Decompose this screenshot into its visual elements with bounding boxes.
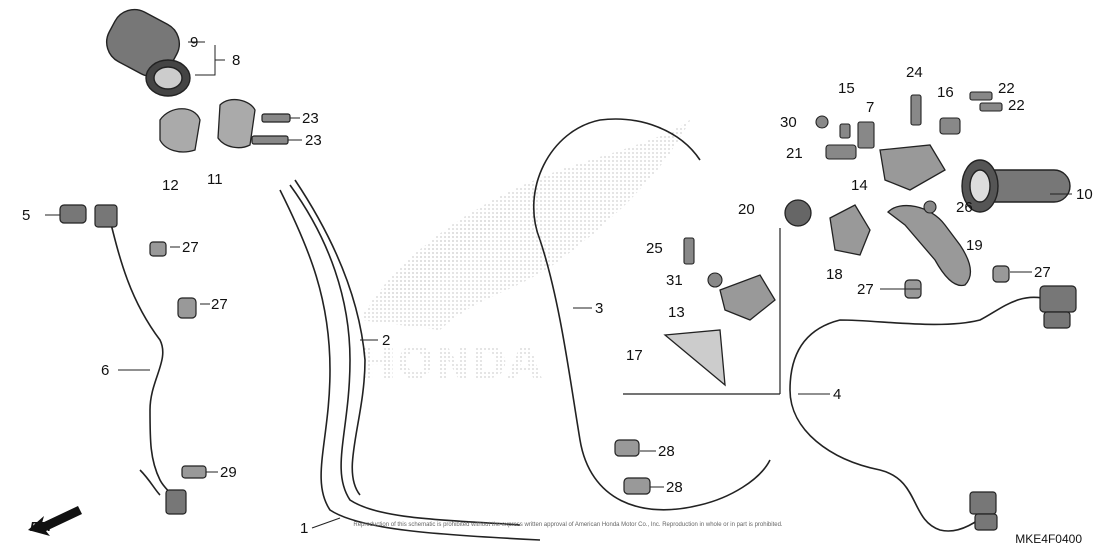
callout-26: 26 [956, 199, 973, 216]
callout-12: 12 [162, 177, 179, 194]
callout-27b: 27 [211, 296, 228, 313]
callout-21: 21 [786, 145, 803, 162]
callout-17: 17 [626, 347, 643, 364]
clip-29-part [181, 465, 207, 479]
callout-14: 14 [851, 177, 868, 194]
callout-16: 16 [937, 84, 954, 101]
harness-connector-parts [165, 285, 1077, 531]
honda-wing-watermark: HONDA [360, 120, 690, 389]
copyright-note: Reproduction of this schematic is prohib… [353, 522, 783, 528]
right-grip [961, 159, 1071, 213]
leader-lines [45, 41, 1072, 529]
watermark-brand-text: HONDA [360, 338, 542, 389]
callout-2: 2 [382, 332, 390, 349]
front-direction-label: FR. [30, 519, 51, 534]
cables [109, 118, 1051, 541]
inset-box [623, 228, 781, 395]
front-direction-arrow-icon [28, 506, 82, 536]
clamp-parts [149, 241, 1010, 495]
callout-29: 29 [220, 464, 237, 481]
callout-8: 8 [232, 52, 240, 69]
callout-4: 4 [833, 386, 841, 403]
callout-23a: 23 [302, 110, 319, 127]
callout-1: 1 [300, 520, 308, 537]
callout-7: 7 [866, 99, 874, 116]
small-hardware-parts [683, 91, 1003, 288]
bolt-23-parts [251, 113, 291, 145]
callout-10: 10 [1076, 186, 1093, 203]
callout-5: 5 [22, 207, 30, 224]
switch-connector-parts [59, 204, 118, 228]
callout-18: 18 [826, 266, 843, 283]
callout-13: 13 [668, 304, 685, 321]
callout-22b: 22 [1008, 97, 1025, 114]
diagram-code: MKE4F0400 [1015, 532, 1082, 546]
throttle-housing-parts [159, 98, 256, 153]
callout-28a: 28 [658, 443, 675, 460]
callout-6: 6 [101, 362, 109, 379]
callout-11: 11 [207, 171, 223, 188]
left-grip [106, 8, 191, 97]
callout-23b: 23 [305, 132, 322, 149]
callout-22a: 22 [998, 80, 1015, 97]
callout-27d: 27 [1034, 264, 1051, 281]
callout-19: 19 [966, 237, 983, 254]
callout-31: 31 [666, 272, 683, 289]
callout-9: 9 [190, 34, 198, 51]
callout-25: 25 [646, 240, 663, 257]
callout-30: 30 [780, 114, 797, 131]
callout-20: 20 [738, 201, 755, 218]
callout-27c: 27 [857, 281, 874, 298]
callout-3: 3 [595, 300, 603, 317]
callout-28b: 28 [666, 479, 683, 496]
callout-27a: 27 [182, 239, 199, 256]
callout-15: 15 [838, 80, 855, 97]
clutch-assembly-parts [663, 144, 972, 387]
callout-labels: 1 2 3 4 5 6 7 8 9 10 11 12 13 14 15 16 1… [22, 34, 1093, 537]
callout-24: 24 [906, 64, 923, 81]
